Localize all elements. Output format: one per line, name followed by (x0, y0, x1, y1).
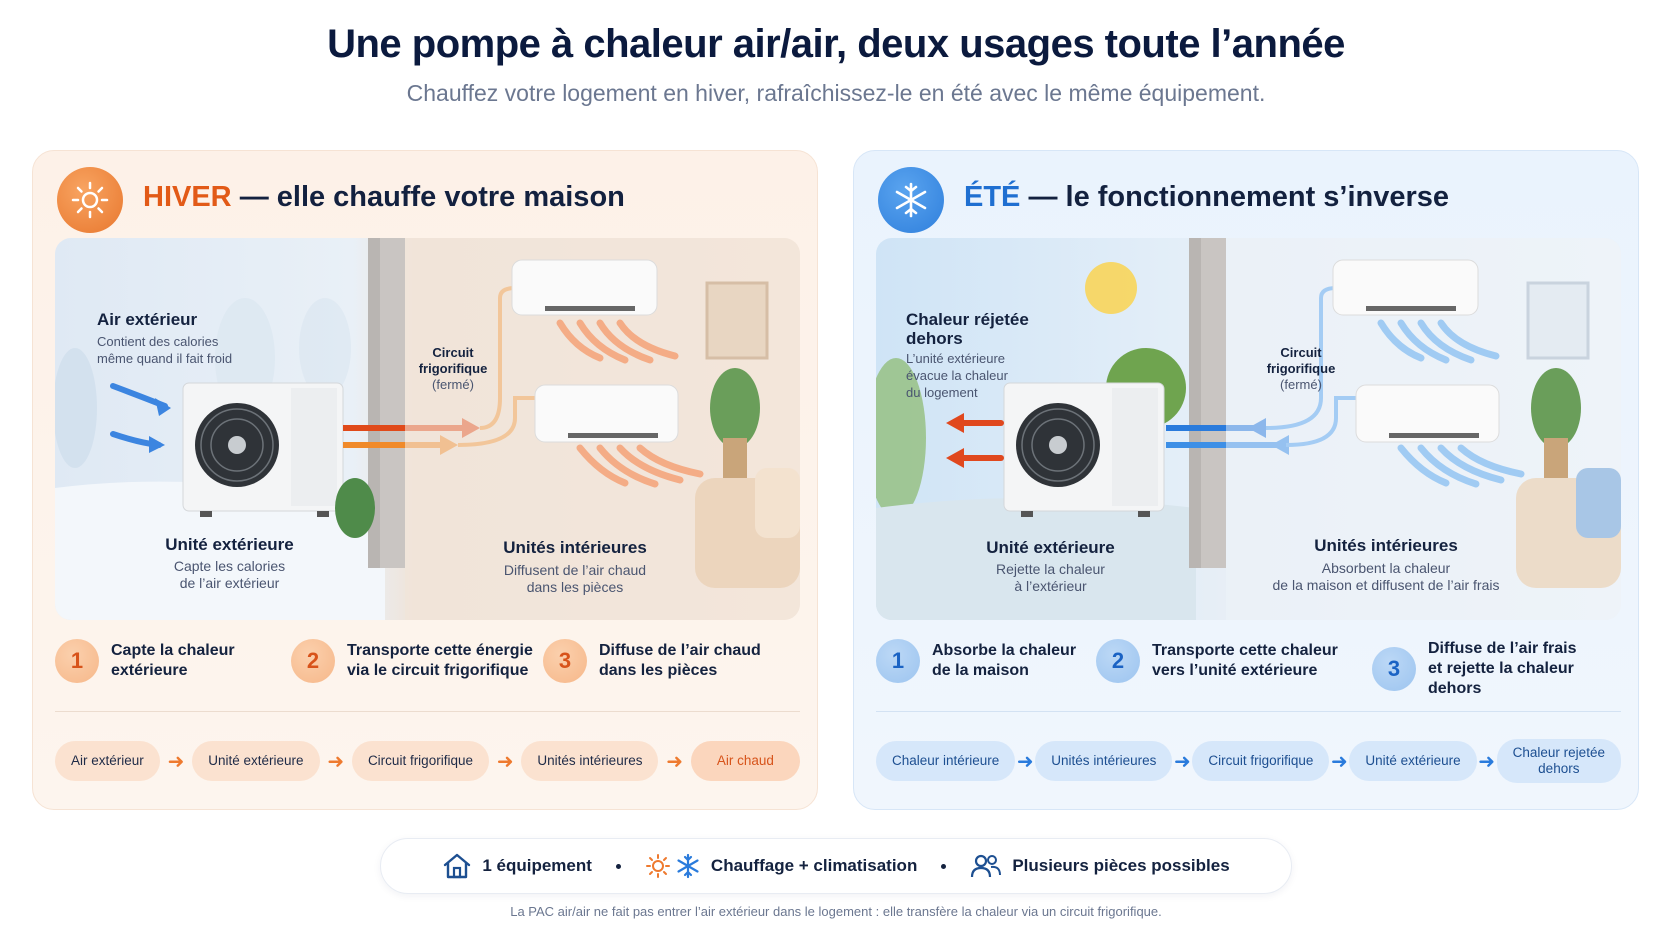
feature-multi-room-label: Plusieurs pièces possibles (1012, 856, 1230, 875)
arrow-right-icon: ➜ (1016, 750, 1034, 773)
winter-step: 1 Capte la chaleur extérieure (55, 639, 235, 683)
snowflake-icon (878, 167, 944, 233)
flow-chip: Unités intérieures (1035, 741, 1173, 781)
winter-circuit-label-1: Circuit (432, 345, 474, 360)
step-text: Absorbe la chaleur de la maison (932, 642, 1077, 679)
winter-heading: HIVER — elle chauffe votre maison (143, 181, 625, 214)
winter-divider (55, 711, 800, 712)
arrow-right-icon: ➜ (666, 750, 684, 773)
summer-heading: ÉTÉ — le fonctionnement s’inverse (964, 181, 1449, 214)
winter-indoor-units-title: Unités intérieures (503, 538, 647, 557)
winter-indoor-units-desc-1: Diffusent de l’air chaud (503, 562, 647, 578)
step-text: Diffuse de l’air chaud dans les pièces (599, 642, 761, 679)
flow-chip: Chaleur rejetée dehors (1496, 739, 1621, 783)
summer-circuit-label-2: frigorifique (1266, 361, 1336, 376)
summer-outside-desc-3: du logement (906, 385, 978, 400)
summer-indoor-units-desc-1: Absorbent la chaleur (1321, 560, 1451, 576)
winter-outside-desc-1: Contient des calories (97, 334, 219, 349)
summer-outside-title-2: dehors (906, 329, 963, 348)
features-bar: 1 équipement Chauffage + climatisation (380, 838, 1292, 894)
step-number: 1 (55, 639, 99, 683)
sun-icon (57, 167, 123, 233)
winter-step: 2 Transporte cette énergie via le circui… (291, 639, 533, 683)
step-number: 3 (543, 639, 587, 683)
summer-illustration (876, 238, 1621, 620)
flow-chip: Unité extérieure (1349, 741, 1477, 781)
step-number: 3 (1372, 647, 1416, 691)
summer-circuit-label-3: (fermé) (1280, 377, 1322, 392)
feature-multi-room: Plusieurs pièces possibles (970, 853, 1230, 879)
step-text: Transporte cette chaleur vers l’unité ex… (1152, 642, 1338, 679)
summer-key: ÉTÉ (964, 181, 1021, 213)
winter-steps: 1 Capte la chaleur extérieure 2 Transpor… (55, 639, 800, 689)
step-text: Capte la chaleur extérieure (111, 642, 235, 679)
arrow-right-icon: ➜ (1173, 750, 1191, 773)
summer-steps: 1 Absorbe la chaleur de la maison 2 Tran… (876, 639, 1621, 697)
summer-indoor-units-title: Unités intérieures (1314, 536, 1458, 555)
flow-chip: Circuit frigorifique (351, 741, 489, 781)
winter-circuit-label-2: frigorifique (418, 361, 488, 376)
step-text: Diffuse de l’air frais et rejette la cha… (1428, 640, 1577, 697)
snowflake-icon (677, 853, 699, 879)
summer-circuit-label-1: Circuit (1280, 345, 1322, 360)
sun-icon (645, 854, 670, 878)
summer-step: 3 Diffuse de l’air frais et rejette la c… (1372, 639, 1621, 699)
summer-step: 2 Transporte cette chaleur vers l’unité … (1096, 639, 1338, 683)
footnote: La PAC air/air ne fait pas entrer l’air … (510, 904, 1162, 919)
step-number: 2 (291, 639, 335, 683)
winter-outside-title: Air extérieur (97, 310, 198, 329)
separator-dot (941, 863, 947, 869)
summer-flow: Chaleur intérieure ➜ Unités intérieures … (876, 739, 1621, 783)
winter-heading-rest: — elle chauffe votre maison (231, 181, 625, 213)
flow-chip: Unités intérieures (521, 741, 659, 781)
flow-chip: Circuit frigorifique (1192, 741, 1330, 781)
summer-outside-desc-1: L’unité extérieure (906, 351, 1006, 366)
winter-outside-desc-2: même quand il fait froid (97, 351, 233, 366)
flow-chip: Air extérieur (55, 741, 160, 781)
step-number: 2 (1096, 639, 1140, 683)
arrow-right-icon: ➜ (1478, 750, 1496, 773)
summer-divider (876, 711, 1621, 712)
summer-scene: Chaleur réjetée dehors L’unité extérieur… (876, 238, 1621, 620)
winter-step: 3 Diffuse de l’air chaud dans les pièces (543, 639, 761, 683)
feature-heating-cooling-label: Chauffage + climatisation (710, 856, 918, 875)
winter-illustration (55, 238, 800, 620)
step-number: 1 (876, 639, 920, 683)
winter-scene: Air extérieur Contient des calories même… (55, 238, 800, 620)
summer-outdoor-unit-title: Unité extérieure (986, 538, 1115, 557)
step-text: Transporte cette énergie via le circuit … (347, 642, 533, 679)
people-icon (971, 854, 1002, 878)
summer-panel: ÉTÉ — le fonctionnement s’inverse (853, 150, 1639, 810)
feature-equipment-label: 1 équipement (482, 856, 592, 875)
arrow-right-icon: ➜ (496, 750, 514, 773)
page-subtitle: Chauffez votre logement en hiver, rafraî… (406, 80, 1266, 106)
feature-equipment: 1 équipement (442, 852, 592, 880)
house-icon (444, 853, 471, 879)
summer-heading-rest: — le fonctionnement s’inverse (1020, 181, 1450, 213)
arrow-right-icon: ➜ (167, 750, 185, 773)
separator-dot (615, 863, 621, 869)
summer-step: 1 Absorbe la chaleur de la maison (876, 639, 1076, 683)
arrow-right-icon: ➜ (327, 750, 345, 773)
winter-outdoor-unit-title: Unité extérieure (165, 535, 294, 554)
winter-outdoor-unit-desc-1: Capte les calories (173, 558, 286, 574)
summer-outside-desc-2: évacue la chaleur (906, 368, 1008, 383)
summer-outdoor-unit-desc-1: Rejette la chaleur (996, 561, 1105, 577)
winter-circuit-label-3: (fermé) (432, 377, 474, 392)
winter-outdoor-unit-desc-2: de l’air extérieur (179, 575, 280, 591)
winter-indoor-units-desc-2: dans les pièces (526, 579, 624, 595)
summer-indoor-units-desc-2: de la maison et diffusent de l’air frais (1272, 577, 1500, 593)
flow-chip: Chaleur intérieure (876, 741, 1016, 781)
summer-outdoor-unit-desc-2: à l’extérieur (1014, 578, 1087, 594)
arrow-right-icon: ➜ (1330, 750, 1348, 773)
page-title: Une pompe à chaleur air/air, deux usages… (327, 22, 1345, 66)
winter-panel: HIVER — elle chauffe votre maison (32, 150, 818, 810)
summer-outside-title-1: Chaleur réjetée (906, 310, 1029, 329)
winter-key: HIVER (143, 181, 232, 213)
flow-chip: Air chaud (690, 741, 800, 781)
feature-heating-cooling: Chauffage + climatisation (645, 853, 917, 879)
flow-chip: Unité extérieure (192, 741, 320, 781)
winter-flow: Air extérieur ➜ Unité extérieure ➜ Circu… (55, 739, 800, 783)
